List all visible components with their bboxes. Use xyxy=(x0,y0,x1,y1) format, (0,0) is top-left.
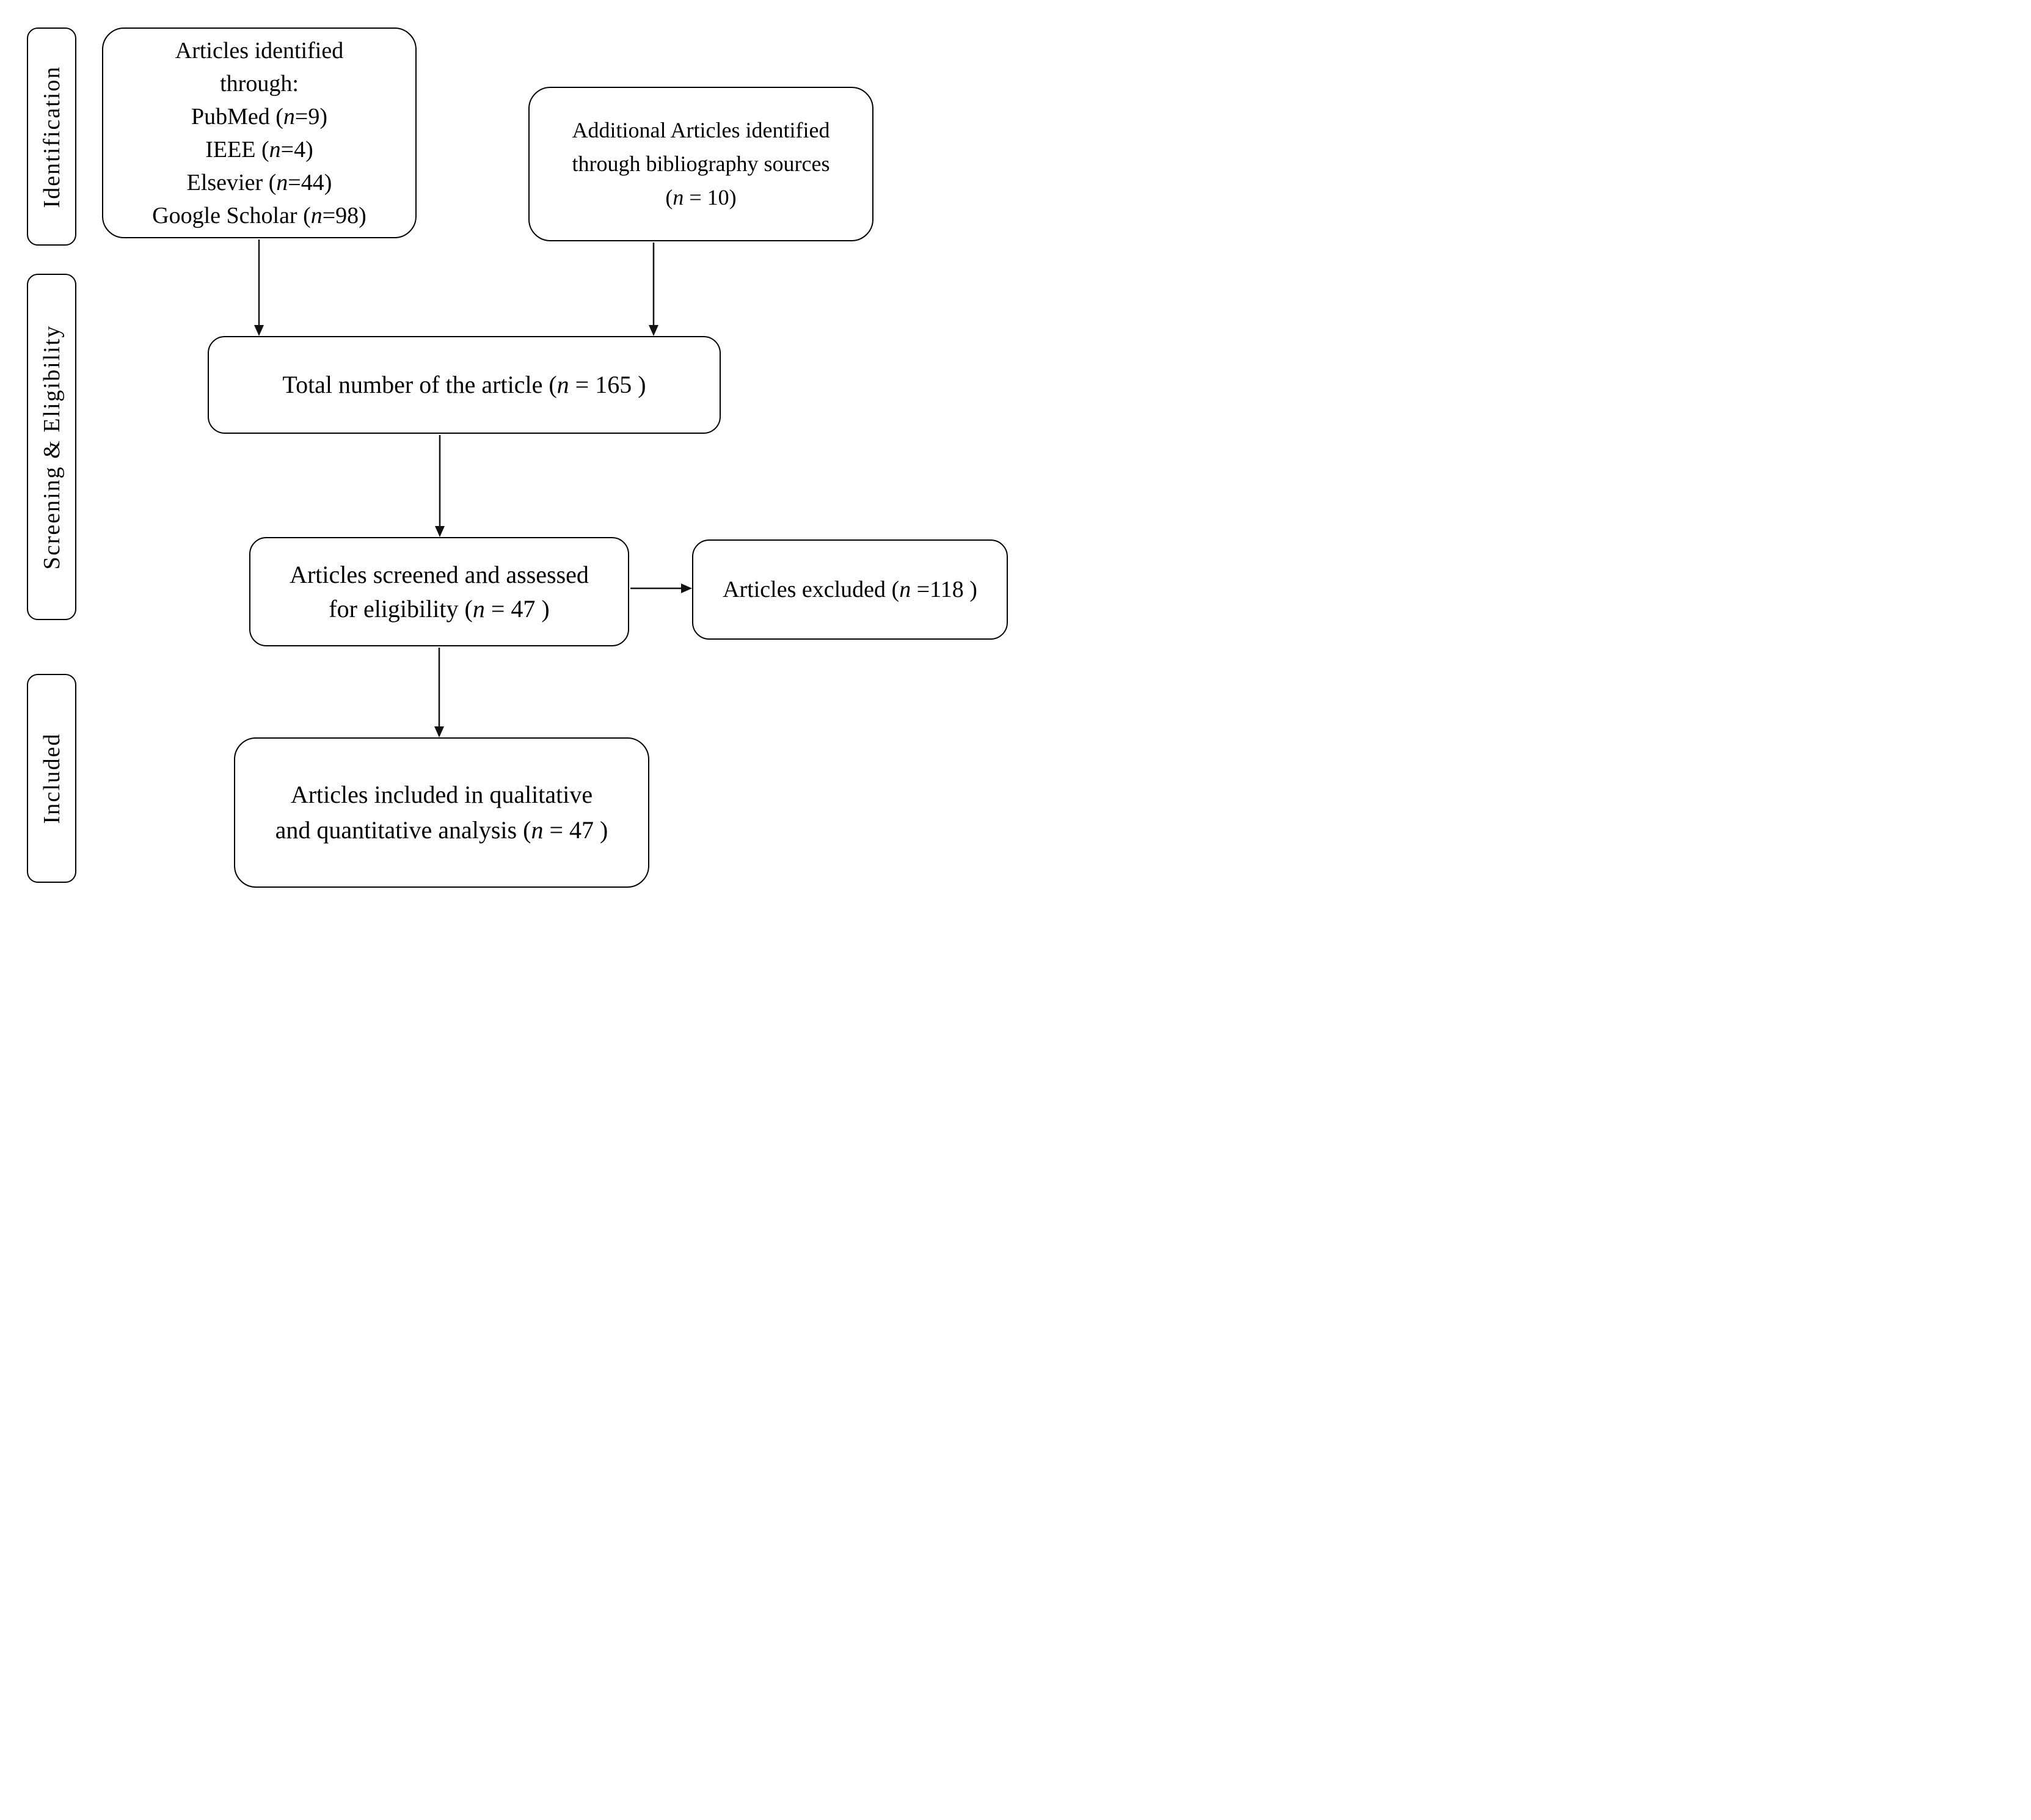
total-line: Total number of the article (n = 165 ) xyxy=(282,369,646,401)
total-n: n xyxy=(556,371,569,398)
included-line-1: Articles included in qualitative xyxy=(291,777,593,813)
arrow-additional-to-total xyxy=(649,243,658,336)
ieee-n: n xyxy=(269,136,281,163)
box-articles-excluded: Articles excluded (n =118 ) xyxy=(692,539,1008,640)
additional-line-1: Additional Articles identified xyxy=(572,114,830,147)
stage-label-included: Included xyxy=(27,674,76,883)
sources-line-1-text: Articles identified xyxy=(175,37,344,64)
scholar-post: =98) xyxy=(322,202,366,228)
stage-label-identification: Identification xyxy=(27,27,76,246)
additional-line-1-text: Additional Articles identified xyxy=(572,118,830,142)
ieee-post: =4) xyxy=(280,136,313,163)
excluded-post: =118 ) xyxy=(911,577,977,602)
pubmed-n: n xyxy=(283,103,295,130)
sources-line-2: through: xyxy=(220,67,299,100)
additional-line-2: through bibliography sources xyxy=(572,147,830,181)
ieee-pre: IEEE ( xyxy=(205,136,269,163)
arrow-screened-to-excluded xyxy=(630,583,692,593)
total-post: = 165 ) xyxy=(569,371,646,398)
included-pre: and quantitative analysis ( xyxy=(275,816,531,844)
included-n: n xyxy=(531,816,544,844)
sources-line-2-text: through: xyxy=(220,70,299,97)
sources-line-elsevier: Elsevier (n=44) xyxy=(187,166,332,199)
excluded-n: n xyxy=(899,577,911,602)
sources-line-1: Articles identified xyxy=(175,34,343,67)
scholar-n: n xyxy=(310,202,323,228)
arrow-screened-to-included xyxy=(434,648,444,737)
box-articles-included: Articles included in qualitative and qua… xyxy=(234,737,649,888)
box-additional-articles: Additional Articles identified through b… xyxy=(528,87,873,241)
screened-post: = 47 ) xyxy=(484,594,550,623)
stage-label-screening-eligibility: Screening & Eligibility xyxy=(27,274,76,620)
screened-pre: for eligibility ( xyxy=(329,594,473,623)
included-post: = 47 ) xyxy=(543,816,608,844)
pubmed-post: =9) xyxy=(294,103,328,130)
scholar-pre: Google Scholar ( xyxy=(152,202,311,228)
sources-line-ieee: IEEE (n=4) xyxy=(205,133,313,166)
box-total-articles: Total number of the article (n = 165 ) xyxy=(208,336,721,434)
box-articles-screened: Articles screened and assessed for eligi… xyxy=(249,537,629,646)
excluded-pre: Articles excluded ( xyxy=(723,577,900,602)
arrow-sources-to-total xyxy=(254,239,264,336)
prisma-flow-diagram: Identification Screening & Eligibility I… xyxy=(0,0,1016,910)
stage-label-included-text: Included xyxy=(38,733,65,824)
included-line-2: and quantitative analysis (n = 47 ) xyxy=(275,813,608,848)
additional-line-count: (n = 10) xyxy=(665,181,736,214)
arrow-total-to-screened xyxy=(435,435,445,537)
included-line-1-text: Articles included in qualitative xyxy=(290,781,593,808)
box-articles-identified-sources: Articles identified through: PubMed (n=9… xyxy=(102,27,417,238)
total-pre: Total number of the article ( xyxy=(282,371,557,398)
screened-n: n xyxy=(472,594,485,623)
additional-pre: ( xyxy=(665,185,673,210)
screened-line-1-text: Articles screened and assessed xyxy=(290,560,589,588)
additional-n: n xyxy=(673,185,684,210)
elsevier-n: n xyxy=(276,169,288,196)
screened-line-2: for eligibility (n = 47 ) xyxy=(329,592,549,626)
stage-label-screening-eligibility-text: Screening & Eligibility xyxy=(38,324,65,569)
sources-line-google-scholar: Google Scholar (n=98) xyxy=(152,199,366,232)
elsevier-post: =44) xyxy=(288,169,332,196)
screened-line-1: Articles screened and assessed xyxy=(290,558,589,592)
additional-line-2-text: through bibliography sources xyxy=(572,152,830,176)
elsevier-pre: Elsevier ( xyxy=(186,169,277,196)
stage-label-identification-text: Identification xyxy=(38,65,65,208)
additional-post: = 10) xyxy=(684,185,737,210)
excluded-line: Articles excluded (n =118 ) xyxy=(723,574,977,605)
sources-line-pubmed: PubMed (n=9) xyxy=(191,100,327,133)
pubmed-pre: PubMed ( xyxy=(191,103,283,130)
